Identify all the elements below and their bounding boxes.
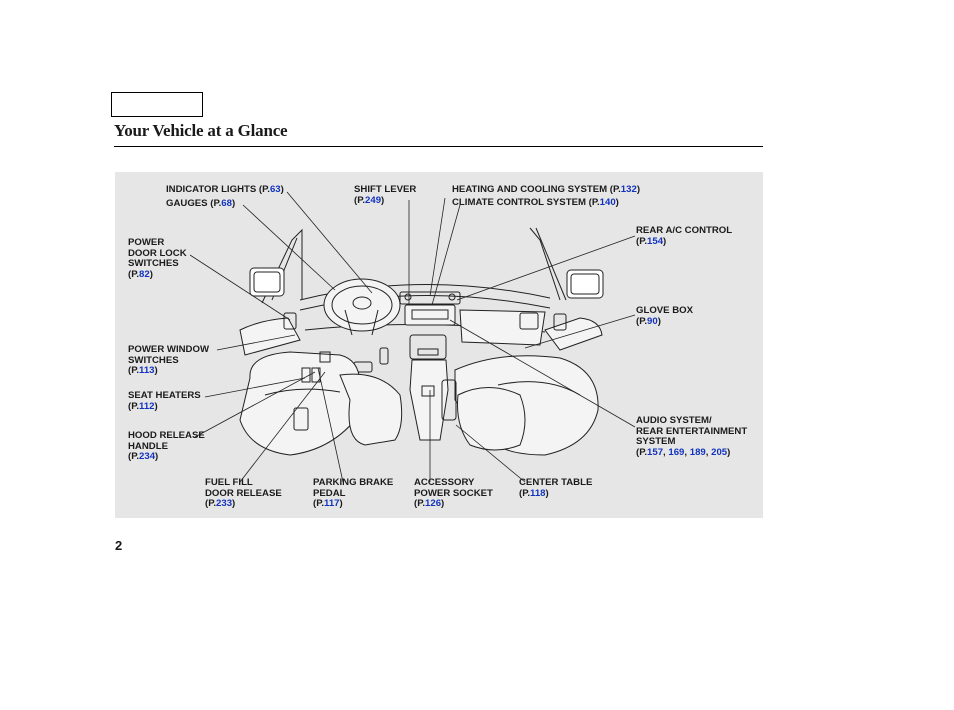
page-link[interactable]: 68 — [221, 198, 232, 209]
callout-paren: ) — [154, 400, 158, 412]
callout-text: HOOD RELEASE — [128, 430, 205, 441]
callout-paren: (P. — [128, 451, 140, 462]
callout-text: DOOR LOCK — [128, 247, 187, 259]
callout-text: PARKING BRAKE — [313, 477, 394, 488]
callout-climate-control: CLIMATE CONTROL SYSTEM (P.140) — [452, 197, 619, 209]
callout-fuel-fill: FUEL FILL DOOR RELEASE (P.233) — [205, 477, 282, 510]
callout-paren: ) — [232, 498, 236, 509]
callout-paren: (P. — [128, 365, 140, 376]
callout-parking-brake: PARKING BRAKE PEDAL (P.117) — [313, 477, 394, 510]
page-link[interactable]: 117 — [324, 498, 340, 509]
callout-sep: , — [705, 446, 712, 458]
page-link[interactable]: 112 — [139, 400, 155, 412]
page-link[interactable]: 205 — [711, 446, 728, 458]
callout-seat-heaters: SEAT HEATERS (P.112) — [128, 390, 201, 412]
callout-heating-cooling: HEATING AND COOLING SYSTEM (P.132) — [452, 184, 641, 196]
callout-text: AUDIO SYSTEM/ — [636, 415, 712, 426]
page-link[interactable]: 132 — [620, 184, 637, 195]
page-link[interactable]: 118 — [530, 487, 546, 499]
callout-glove-box: GLOVE BOX (P.90) — [636, 305, 694, 327]
callout-paren: ) — [663, 235, 667, 247]
callout-text: CENTER TABLE — [519, 477, 593, 488]
diagram-panel — [115, 172, 763, 518]
callout-text: HANDLE — [128, 440, 168, 452]
callout-paren: (P. — [636, 315, 648, 327]
callout-shift-lever: SHIFT LEVER (P.249) — [354, 184, 417, 206]
callout-paren: ) — [381, 194, 385, 206]
title-rule — [114, 146, 763, 147]
callout-text: DOOR RELEASE — [205, 487, 282, 499]
callout-power-door-lock: POWER DOOR LOCK SWITCHES (P.82) — [128, 237, 187, 280]
callout-text: REAR A/C CONTROL — [636, 225, 733, 236]
callout-paren: ) — [727, 446, 731, 458]
callout-power-window: POWER WINDOW SWITCHES (P.113) — [128, 344, 210, 377]
callout-text: INDICATOR LIGHTS (P. — [166, 184, 270, 195]
callout-paren: (P. — [313, 498, 325, 509]
callout-paren: (P. — [354, 194, 366, 206]
callout-paren: (P. — [414, 498, 426, 509]
callout-text: SHIFT LEVER — [354, 184, 417, 195]
callout-text: ACCESSORY — [414, 477, 475, 488]
page-link[interactable]: 113 — [139, 365, 155, 376]
callout-paren: ) — [657, 315, 661, 327]
page-link[interactable]: 90 — [647, 315, 658, 327]
callout-text: POWER — [128, 237, 165, 248]
callout-sep: , — [684, 446, 690, 458]
page-link[interactable]: 249 — [365, 194, 382, 206]
callout-paren: (P. — [636, 235, 648, 247]
callout-center-table: CENTER TABLE (P.118) — [519, 477, 593, 499]
callout-sep: , — [663, 446, 669, 458]
callout-paren: (P. — [636, 446, 648, 458]
page-link[interactable]: 189 — [689, 446, 706, 458]
page-link[interactable]: 157 — [647, 446, 664, 458]
callout-paren: ) — [149, 268, 153, 280]
page-link[interactable]: 154 — [647, 235, 664, 247]
callout-text: HEATING AND COOLING SYSTEM (P. — [452, 184, 621, 195]
callout-text: FUEL FILL — [205, 477, 253, 488]
callout-paren: (P. — [519, 487, 531, 499]
page-link[interactable]: 140 — [599, 197, 616, 208]
page-title: Your Vehicle at a Glance — [114, 121, 288, 140]
callout-text: REAR ENTERTAINMENT — [636, 425, 748, 437]
callout-paren: ) — [441, 498, 445, 509]
callout-gauges: GAUGES (P.68) — [166, 198, 236, 210]
callout-rear-ac: REAR A/C CONTROL (P.154) — [636, 225, 733, 247]
callout-paren: ) — [280, 184, 284, 195]
callout-paren: ) — [155, 451, 159, 462]
page-link[interactable]: 63 — [269, 184, 281, 195]
callout-text: CLIMATE CONTROL SYSTEM (P. — [452, 197, 600, 208]
callout-text: SWITCHES — [128, 258, 179, 269]
callout-hood-release: HOOD RELEASE HANDLE (P.234) — [128, 430, 205, 463]
section-tab-box — [111, 92, 203, 117]
page-link[interactable]: 234 — [139, 451, 156, 462]
page-number: 2 — [115, 538, 123, 553]
page-link[interactable]: 233 — [216, 498, 233, 509]
callout-paren: ) — [615, 197, 619, 208]
callout-text: POWER WINDOW — [128, 344, 210, 355]
callout-paren: ) — [154, 365, 158, 376]
callout-audio-system: AUDIO SYSTEM/ REAR ENTERTAINMENT SYSTEM … — [636, 415, 748, 458]
callout-text: SWITCHES — [128, 354, 179, 366]
callout-indicator-lights: INDICATOR LIGHTS (P.63) — [166, 184, 284, 196]
page-link[interactable]: 169 — [668, 446, 685, 458]
callout-text: GLOVE BOX — [636, 305, 694, 316]
page-link[interactable]: 126 — [425, 498, 442, 509]
callout-text: GAUGES (P. — [166, 198, 222, 209]
callout-paren: ) — [636, 184, 641, 195]
callout-paren: (P. — [128, 268, 140, 280]
callout-accessory-socket: ACCESSORY POWER SOCKET (P.126) — [414, 477, 493, 510]
callout-paren: (P. — [205, 498, 217, 509]
page-link[interactable]: 82 — [139, 268, 150, 280]
callout-text: SYSTEM — [636, 436, 676, 447]
callout-text: PEDAL — [313, 487, 346, 499]
callout-paren: ) — [231, 198, 236, 209]
callout-text: SEAT HEATERS — [128, 390, 201, 401]
callout-paren: (P. — [128, 400, 140, 412]
callout-paren: ) — [339, 498, 343, 509]
callout-paren: ) — [545, 487, 549, 499]
callout-text: POWER SOCKET — [414, 487, 493, 499]
